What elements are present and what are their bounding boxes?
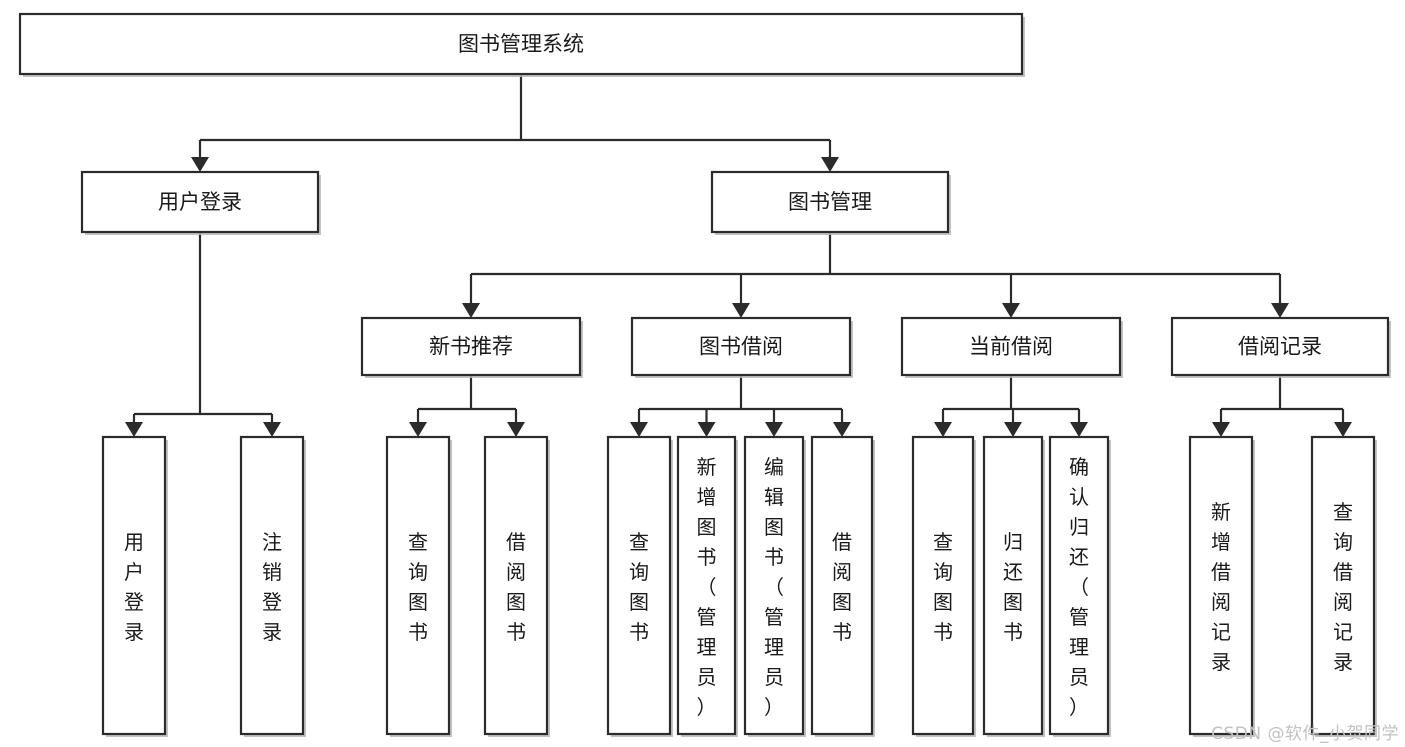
node-rect-book-borrow[interactable]: [630, 316, 852, 377]
node-label-leaf-user-login: 用户登录: [124, 530, 144, 644]
node-label-leaf-logout: 注销登录: [262, 530, 282, 644]
node-label-leaf-borrow-book-b: 借阅图书: [832, 530, 852, 644]
node-label-leaf-add-book: 新增图书（管理员）: [697, 455, 717, 719]
node-rect-new-book-rec[interactable]: [360, 316, 582, 377]
node-leaf-query-record[interactable]: 查询借阅记录: [1310, 435, 1377, 737]
arrow-head-book-borrow: [732, 303, 750, 318]
node-rect-leaf-user-login[interactable]: [101, 435, 167, 736]
node-leaf-add-record[interactable]: 新增借阅记录: [1188, 435, 1255, 737]
arrow-head-leaf-borrow-book-rec: [507, 422, 525, 437]
node-label-borrow-record: 借阅记录: [1238, 335, 1322, 359]
node-book-manage[interactable]: 图书管理: [710, 170, 951, 235]
arrow-head-new-book-rec: [462, 303, 480, 318]
node-leaf-query-book-b[interactable]: 查询图书: [606, 435, 673, 737]
node-current-borrow[interactable]: 当前借阅: [900, 316, 1123, 378]
node-label-leaf-query-book-b: 查询图书: [629, 530, 649, 644]
arrow-head-leaf-query-book-b: [630, 422, 648, 437]
node-layer: 图书管理系统用户登录图书管理新书推荐图书借阅当前借阅借阅记录用户登录注销登录查询…: [18, 12, 1391, 737]
arrow-head-leaf-user-login: [125, 422, 143, 437]
node-leaf-borrow-book-b[interactable]: 借阅图书: [810, 435, 875, 737]
connector-layer: [125, 74, 1352, 437]
node-leaf-edit-book[interactable]: 编辑图书（管理员）: [743, 435, 806, 737]
arrow-head-leaf-return-book: [1004, 422, 1022, 437]
node-leaf-add-book[interactable]: 新增图书（管理员）: [676, 435, 738, 737]
node-borrow-record[interactable]: 借阅记录: [1170, 316, 1391, 378]
node-rect-leaf-edit-book[interactable]: [743, 435, 805, 736]
node-leaf-user-login[interactable]: 用户登录: [101, 435, 168, 737]
arrow-head-leaf-query-record: [1334, 422, 1352, 437]
node-label-leaf-borrow-book-rec: 借阅图书: [506, 530, 526, 644]
node-label-current-borrow: 当前借阅: [969, 335, 1053, 359]
arrow-head-borrow-record: [1271, 303, 1289, 318]
arrow-head-leaf-edit-book: [765, 422, 783, 437]
node-rect-leaf-query-book-rec[interactable]: [385, 435, 451, 736]
arrow-head-leaf-logout: [263, 422, 281, 437]
arrow-head-book-manage: [821, 157, 839, 172]
node-leaf-borrow-book-rec[interactable]: 借阅图书: [483, 435, 550, 737]
node-rect-leaf-add-book[interactable]: [676, 435, 737, 736]
node-rect-leaf-query-book-b[interactable]: [606, 435, 672, 736]
node-rect-leaf-confirm-return[interactable]: [1048, 435, 1110, 736]
node-rect-leaf-borrow-book-rec[interactable]: [483, 435, 549, 736]
node-label-new-book-rec: 新书推荐: [429, 335, 513, 359]
node-rect-leaf-query-book-c[interactable]: [911, 435, 975, 736]
node-leaf-logout[interactable]: 注销登录: [239, 435, 306, 737]
node-rect-book-manage[interactable]: [710, 170, 950, 234]
arrow-head-leaf-query-book-rec: [409, 422, 427, 437]
node-rect-user-login[interactable]: [80, 170, 320, 234]
node-rect-leaf-return-book[interactable]: [982, 435, 1044, 736]
node-leaf-confirm-return[interactable]: 确认归还（管理员）: [1048, 435, 1111, 737]
node-rect-root[interactable]: [18, 12, 1024, 76]
node-book-borrow[interactable]: 图书借阅: [630, 316, 853, 378]
node-label-leaf-confirm-return: 确认归还（管理员）: [1069, 455, 1089, 719]
node-rect-current-borrow[interactable]: [900, 316, 1122, 377]
node-rect-leaf-query-record[interactable]: [1310, 435, 1376, 736]
node-leaf-query-book-rec[interactable]: 查询图书: [385, 435, 452, 737]
node-leaf-query-book-c[interactable]: 查询图书: [911, 435, 976, 737]
node-rect-leaf-borrow-book-b[interactable]: [810, 435, 874, 736]
node-root[interactable]: 图书管理系统: [18, 12, 1025, 77]
node-label-book-borrow: 图书借阅: [699, 335, 783, 359]
node-label-book-manage: 图书管理: [788, 190, 872, 214]
node-label-leaf-query-book-c: 查询图书: [933, 530, 953, 644]
node-label-leaf-return-book: 归还图书: [1003, 530, 1023, 644]
arrow-head-current-borrow: [1002, 303, 1020, 318]
node-user-login[interactable]: 用户登录: [80, 170, 321, 235]
arrow-head-leaf-add-book: [697, 422, 716, 437]
node-new-book-rec[interactable]: 新书推荐: [360, 316, 583, 378]
arrow-head-user-login: [191, 157, 209, 172]
node-rect-leaf-logout[interactable]: [239, 435, 305, 736]
node-label-leaf-edit-book: 编辑图书（管理员）: [764, 455, 784, 719]
arrow-head-leaf-add-record: [1212, 422, 1230, 437]
node-label-leaf-add-record: 新增借阅记录: [1211, 500, 1231, 674]
node-label-root: 图书管理系统: [458, 32, 584, 56]
node-label-leaf-query-record: 查询借阅记录: [1333, 500, 1353, 674]
node-leaf-return-book[interactable]: 归还图书: [982, 435, 1045, 737]
node-label-user-login: 用户登录: [158, 190, 242, 214]
arrow-head-leaf-confirm-return: [1070, 422, 1088, 437]
node-label-leaf-query-book-rec: 查询图书: [408, 530, 428, 644]
arrow-head-leaf-borrow-book-b: [833, 422, 851, 437]
node-rect-leaf-add-record[interactable]: [1188, 435, 1254, 736]
node-rect-borrow-record[interactable]: [1170, 316, 1390, 377]
arrow-head-leaf-query-book-c: [934, 422, 952, 437]
